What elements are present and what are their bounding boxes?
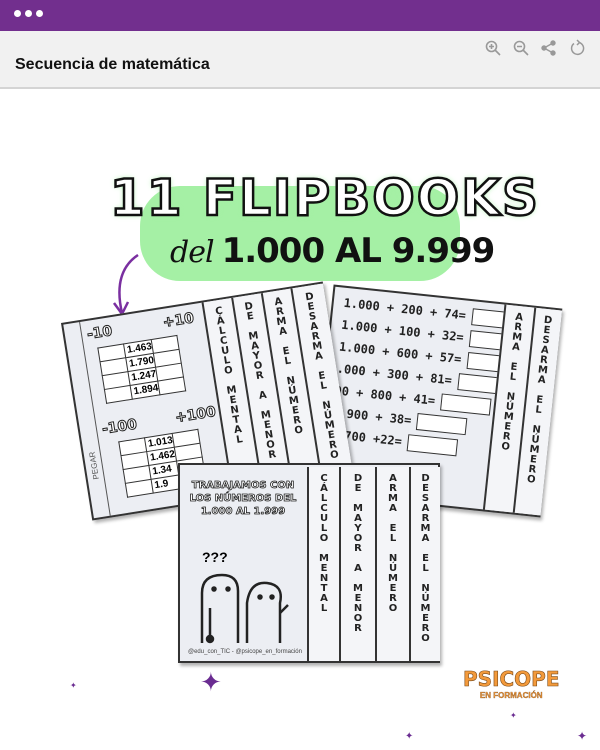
viewer-header: Secuencia de matemática [0, 31, 600, 89]
logo-tagline: EN FORMACIÓN [479, 691, 543, 700]
logo: PSICOPE EN FORMACIÓN [463, 667, 560, 700]
strip-label: DE MAYOR A MENOR [352, 473, 364, 633]
sparkle-icon: ✦ [405, 731, 414, 742]
zoom-in-icon[interactable] [484, 39, 502, 57]
rotate-icon[interactable] [568, 39, 586, 57]
cover-title: TRABAJAMOS CON LOS NÚMEROS DEL 1.000 AL … [189, 480, 297, 518]
sparkle-icon: ✦ [577, 729, 588, 743]
flipbook-front: TRABAJAMOS CON LOS NÚMEROS DEL 1.000 AL … [178, 463, 440, 663]
strip-label: DESARMA EL NÚMERO [420, 473, 431, 643]
more-options-icon[interactable] [14, 10, 43, 17]
document-title: Secuencia de matemática [15, 56, 210, 73]
op-label: +100 [174, 403, 218, 427]
sparkle-icon: ✦ [70, 681, 77, 690]
subtitle-range: 1.000 AL 9.999 [221, 231, 496, 271]
subtitle-script: del [170, 235, 215, 270]
logo-name: PSICOPE [463, 667, 560, 692]
sparkle-icon: ✦ [200, 667, 222, 697]
paste-label: PEGAR [87, 450, 101, 481]
sparkle-icon: ✦ [510, 711, 517, 720]
op-label: -100 [100, 416, 139, 438]
headline: 11 FLIPBOOKS [109, 168, 541, 229]
number-table: 1.463 1.790 1.247 1.894 [97, 335, 186, 404]
zoom-out-icon[interactable] [512, 39, 530, 57]
headline-highlight [140, 186, 460, 281]
strip-label: CÁLCULO MENTAL [318, 473, 330, 613]
share-icon[interactable] [540, 39, 558, 57]
op-label: -10 [85, 323, 114, 344]
credits: @edu_con_TIC - @psicope_en_formación [188, 649, 302, 655]
app-bar [0, 0, 600, 31]
question-marks: ??? [202, 549, 228, 565]
op-label: +10 [161, 310, 196, 332]
strip-label: ARMA EL NÚMERO [387, 473, 399, 613]
cartoon-characters [200, 573, 289, 644]
